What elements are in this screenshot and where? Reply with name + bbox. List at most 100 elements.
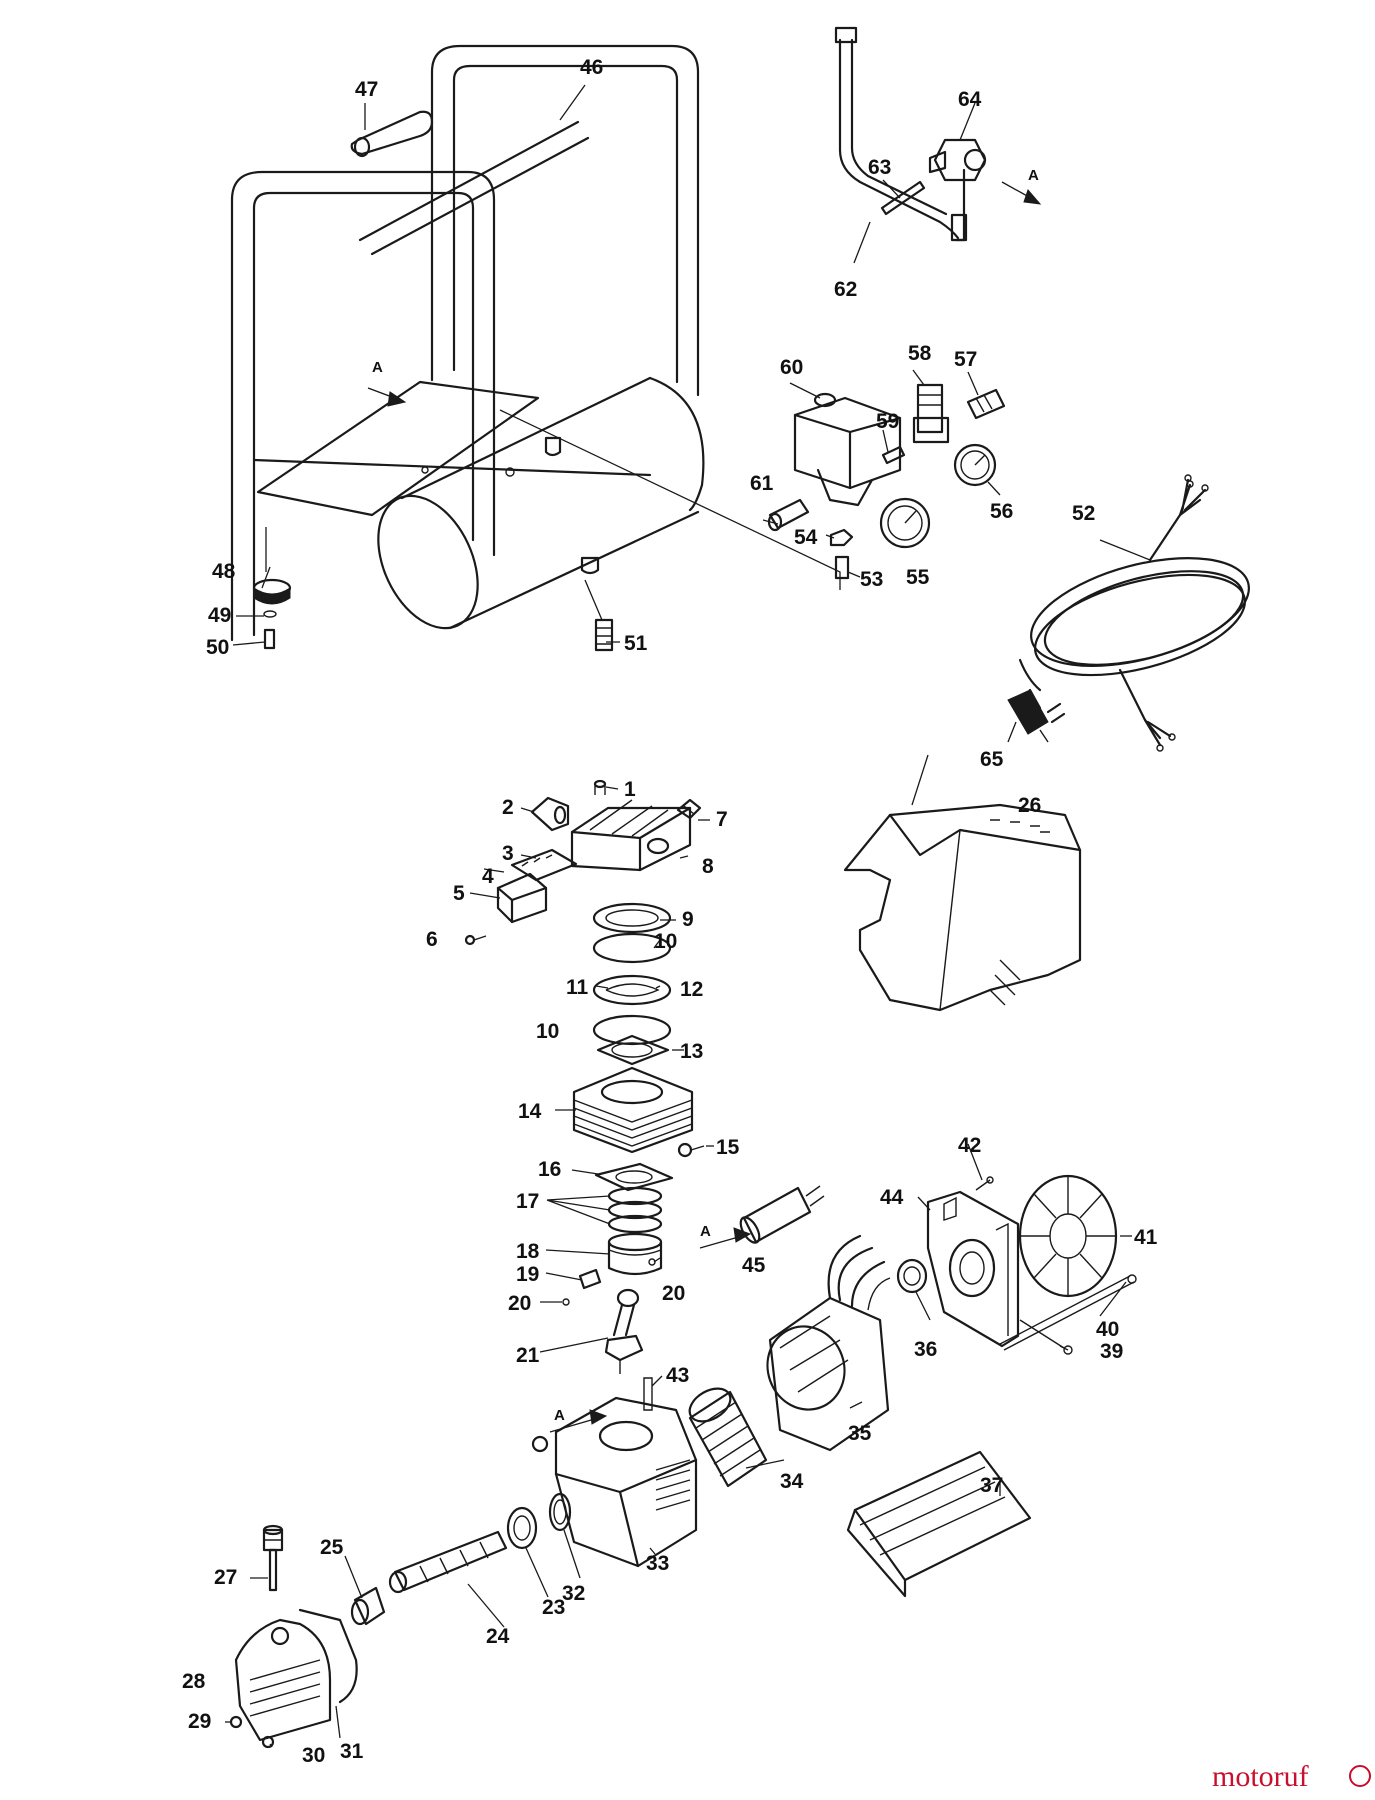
callout-label: 51 — [624, 632, 648, 655]
callout-label: 8 — [702, 855, 714, 878]
callout-label: 30 — [302, 1744, 325, 1767]
gasket-mid-2 — [592, 1014, 672, 1046]
callout-label: 33 — [646, 1552, 669, 1575]
callout-label: 4 — [482, 865, 494, 888]
callout-label: 48 — [212, 560, 236, 583]
callout-label: 50 — [206, 636, 229, 659]
leader-lines: A — [225, 84, 1151, 1748]
callout-label: 2 — [502, 796, 514, 819]
callout-labels: 1 2 3 4 5 6 7 8 9 10 10 11 12 13 14 15 1… — [182, 56, 1158, 1767]
manifold-tee — [928, 138, 987, 182]
callout-label: 10 — [536, 1020, 559, 1043]
cooling-fan — [1018, 1174, 1118, 1298]
svg-text:motoruf: motoruf — [1212, 1760, 1309, 1793]
callout-label: 37 — [980, 1474, 1003, 1497]
gasket-mid-1 — [592, 932, 672, 964]
head-bolt — [593, 779, 607, 795]
callout-label: 59 — [876, 410, 899, 433]
callout-label: 14 — [518, 1100, 542, 1123]
callout-label: 25 — [320, 1536, 344, 1559]
piston-rings — [607, 1186, 663, 1234]
plug — [1007, 688, 1066, 743]
callout-label: 54 — [794, 526, 818, 549]
callout-label: 13 — [680, 1040, 703, 1063]
callout-label: 21 — [516, 1344, 540, 1367]
callout-label: 24 — [486, 1625, 510, 1648]
pressure-switch — [793, 392, 902, 507]
bearing-front — [506, 1506, 538, 1550]
rear-bearing — [896, 1258, 928, 1294]
callout-label: 40 — [1096, 1318, 1119, 1341]
callout-label: 20 — [508, 1292, 531, 1315]
quick-coupler — [966, 388, 1006, 420]
callout-label: 11 — [566, 976, 589, 999]
callout-label: 61 — [750, 472, 774, 495]
connecting-rod — [604, 1288, 644, 1374]
drain-valve — [594, 618, 614, 652]
callout-label: 58 — [908, 342, 932, 365]
crank-nut — [531, 1435, 549, 1453]
gasket-upper — [592, 902, 672, 934]
callout-label: 35 — [848, 1422, 872, 1445]
valve-disc — [592, 974, 672, 1006]
oil-fill-plug — [262, 1524, 284, 1592]
outlet-tube — [834, 26, 968, 242]
cylinder-gasket — [596, 1034, 670, 1066]
breather-plug — [676, 798, 702, 820]
nut — [829, 528, 854, 547]
base-tray — [846, 1450, 1032, 1598]
elbow-fitting — [530, 796, 570, 832]
callout-label: 43 — [666, 1364, 689, 1387]
rubber-foot — [252, 578, 292, 650]
piston-pin — [578, 1268, 602, 1290]
rotor — [688, 1387, 768, 1488]
callout-label: 47 — [355, 78, 378, 101]
callout-label: 55 — [906, 566, 930, 589]
callout-label: 10 — [654, 930, 677, 953]
callout-label: 31 — [340, 1740, 364, 1763]
retaining-ring — [548, 1492, 572, 1532]
callout-label: 29 — [188, 1710, 211, 1733]
callout-label: 49 — [208, 604, 231, 627]
callout-label: 60 — [780, 356, 803, 379]
callout-label: 62 — [834, 278, 857, 301]
pin-clip-left — [562, 1298, 570, 1306]
callout-label: 53 — [860, 568, 883, 591]
crankcase — [554, 1396, 698, 1568]
callout-label: 15 — [716, 1136, 740, 1159]
cover-screw-lower — [261, 1735, 275, 1749]
callout-label: 46 — [580, 56, 603, 79]
side-cover — [234, 1608, 358, 1742]
flow-arrow-a-capacitor: A — [699, 1223, 752, 1249]
callout-label: 12 — [680, 978, 703, 1001]
callout-label: 34 — [780, 1470, 804, 1493]
callout-label: 63 — [868, 156, 891, 179]
through-bolt — [999, 1274, 1137, 1351]
bracket-bolt — [975, 1176, 994, 1191]
callout-label: 42 — [958, 1134, 981, 1157]
screw — [464, 934, 487, 946]
valve-plate-head — [570, 799, 692, 872]
callout-label: 16 — [538, 1158, 561, 1181]
regulator — [912, 383, 950, 444]
stator — [766, 1234, 891, 1452]
bracket-screw — [1019, 1319, 1073, 1355]
callout-label: 57 — [954, 348, 977, 371]
callout-label: 52 — [1072, 502, 1095, 525]
motor-end-bracket — [926, 1190, 1020, 1348]
watermark-logo: motoruf — [1212, 1760, 1371, 1793]
callout-label: 9 — [682, 908, 694, 931]
flow-arrow-a-top: A — [1001, 167, 1042, 205]
callout-label: 64 — [958, 88, 982, 111]
cylinder-screw — [677, 1142, 705, 1158]
tank-connection-line — [499, 409, 841, 590]
callout-label: 45 — [742, 1254, 766, 1277]
head-stud — [643, 1377, 653, 1411]
callout-label: 7 — [716, 808, 728, 831]
callout-label: 5 — [453, 882, 465, 905]
svg-text:A: A — [700, 1223, 711, 1240]
cylinder — [572, 1066, 694, 1154]
callout-label: 27 — [214, 1566, 237, 1589]
piston — [607, 1232, 663, 1276]
